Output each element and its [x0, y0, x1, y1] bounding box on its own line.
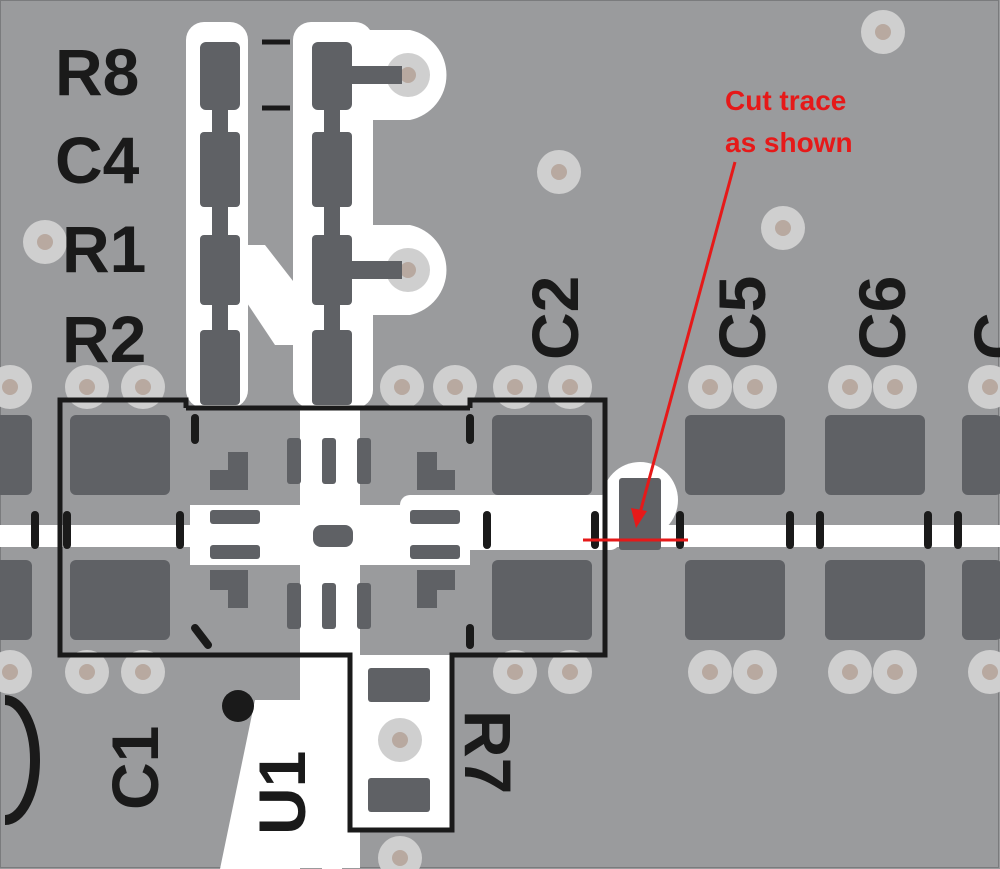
annotation-line1: Cut trace [725, 85, 846, 116]
via [873, 650, 917, 694]
pad-c-left-top [70, 415, 170, 495]
pad-c4-right [312, 132, 352, 207]
via [733, 365, 777, 409]
pad-c2-top [492, 415, 592, 495]
pad-link [212, 207, 228, 235]
pad-r2-left [200, 330, 240, 405]
trace-bottom-center [322, 700, 342, 869]
via [378, 718, 422, 762]
label-r7: R7 [451, 710, 525, 794]
pad-edge-bottom [0, 560, 32, 640]
ic-pin [322, 438, 336, 484]
trace-diagonal [240, 245, 300, 345]
label-u1: U1 [245, 751, 319, 835]
via [65, 650, 109, 694]
via [861, 10, 905, 54]
ic-center-pad [313, 525, 353, 547]
label-c4: C4 [55, 123, 140, 197]
pad-c6-top [825, 415, 925, 495]
via [380, 365, 424, 409]
pad-c5-top [685, 415, 785, 495]
label-partial-left [4, 695, 40, 825]
pad-c6-bottom [825, 560, 925, 640]
ic-corner-pin [417, 452, 455, 490]
label-c6: C6 [845, 276, 919, 360]
pad-c7-top [962, 415, 1000, 495]
ic-corner-pin [210, 452, 248, 490]
pad-link [324, 207, 340, 235]
pad-link [352, 66, 402, 84]
pad-link [324, 305, 340, 330]
pad-c-left-bottom [70, 560, 170, 640]
pad-r1-left [200, 235, 240, 305]
ic-corner-pin [210, 570, 248, 608]
pad-link [212, 305, 228, 330]
annotation-arrow-shaft [638, 161, 737, 514]
pad-edge-top [0, 415, 32, 495]
pad-layer [0, 42, 1000, 812]
via [688, 650, 732, 694]
via [386, 248, 430, 292]
via [688, 365, 732, 409]
ic-pin [410, 510, 460, 524]
silkscreen-outlines [57, 39, 608, 833]
ic-pin [357, 438, 371, 484]
label-c2: C2 [518, 276, 592, 360]
via [378, 836, 422, 869]
annotation-arrowhead [631, 508, 647, 528]
ic-pin [287, 583, 301, 629]
trace-ic-to-pad [400, 495, 620, 550]
via [493, 650, 537, 694]
ic-pin [287, 438, 301, 484]
label-r1: R1 [62, 212, 146, 286]
via [761, 206, 805, 250]
ic-corner-pin [417, 570, 455, 608]
via [0, 365, 32, 409]
via [23, 220, 67, 264]
pad-r2-right [312, 330, 352, 405]
via [733, 650, 777, 694]
via [828, 650, 872, 694]
ic-pin [410, 545, 460, 559]
pad-link [352, 261, 402, 279]
via [968, 650, 1000, 694]
via [873, 365, 917, 409]
annotation-line2: as shown [725, 127, 853, 158]
pad-r7-top [368, 668, 430, 702]
pad-c7-bottom [962, 560, 1000, 640]
ic-pin [210, 510, 260, 524]
pad-r8-left [200, 42, 240, 110]
pad-r8-right [312, 42, 352, 110]
pin1-marker [222, 690, 254, 722]
pad-r7-bottom [368, 778, 430, 812]
via [548, 650, 592, 694]
via [386, 53, 430, 97]
cut-annotation: Cut trace as shown [583, 85, 853, 542]
via [968, 365, 1000, 409]
via [828, 365, 872, 409]
ic-pin [210, 545, 260, 559]
u1-outline [57, 397, 608, 833]
ic-pin [322, 583, 336, 629]
pad-r1-right [312, 235, 352, 305]
pad-c5-bottom [685, 560, 785, 640]
label-c1: C1 [98, 726, 172, 810]
label-r8: R8 [55, 35, 139, 109]
trace-bottom-left [220, 700, 300, 869]
via [537, 150, 581, 194]
label-c7-partial: C [960, 312, 1000, 360]
label-r2: R2 [62, 302, 146, 376]
pad-c2-bottom [492, 560, 592, 640]
ic-pin [357, 583, 371, 629]
pad-c4-left [200, 132, 240, 207]
label-c5: C5 [705, 276, 779, 360]
pad-link [212, 110, 228, 132]
pad-link [324, 110, 340, 132]
via [433, 365, 477, 409]
via [0, 650, 32, 694]
silkscreen-labels: R8 C4 R1 R2 C2 C5 C6 C C1 U1 R7 [4, 35, 1000, 835]
via [121, 650, 165, 694]
